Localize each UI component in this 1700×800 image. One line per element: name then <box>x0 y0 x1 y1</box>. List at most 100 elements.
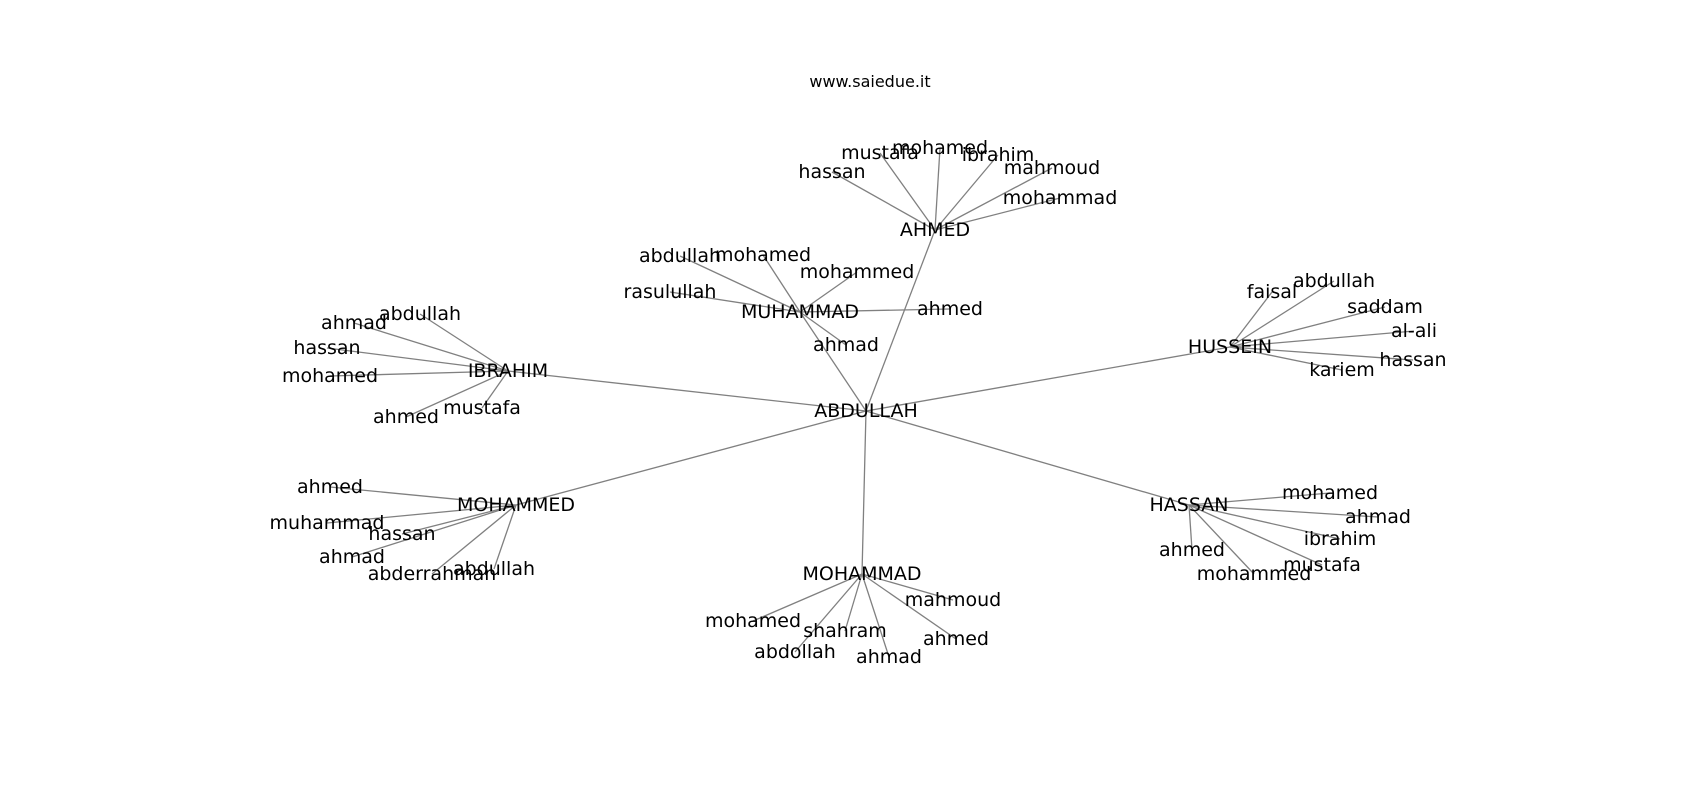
edge-abdullah_root-mohammed_hub <box>515 410 867 506</box>
node-label-moh_hassan: hassan <box>368 523 435 545</box>
edge-hussein_hub-hus_saddam <box>1229 306 1386 348</box>
edge-abdullah_root-hussein_hub <box>865 346 1231 412</box>
edge-hassan_hub-has_mustafa <box>1188 504 1323 566</box>
node-label-muhammad_hub: MUHAMMAD <box>741 301 859 323</box>
node-label-mhd_ahmed: ahmed <box>923 628 989 650</box>
edge-mohammed_hub-moh_abdullah <box>493 504 517 570</box>
node-label-muh_ahmed: ahmed <box>917 298 983 320</box>
node-label-ahmed_hub: AHMED <box>900 219 970 241</box>
edge-muhammad_hub-muh_rasulullah <box>669 291 801 313</box>
node-label-hus_faisal: faisal <box>1247 281 1297 303</box>
edge-hussein_hub-hus_abdullah <box>1229 280 1335 348</box>
edge-muhammad_hub-muh_mohamed <box>762 254 801 313</box>
edge-hassan_hub-has_mohamed <box>1188 492 1331 506</box>
node-label-hassan_hub: HASSAN <box>1150 494 1229 516</box>
node-label-mhd_abdollah: abdollah <box>754 641 836 663</box>
node-label-ibr_ahmad: ahmad <box>321 312 387 334</box>
node-label-ahmed_mohammad: mohammad <box>1003 187 1118 209</box>
node-label-mhd_mahmoud: mahmoud <box>905 589 1001 611</box>
node-label-moh_muhammad: muhammad <box>270 512 385 534</box>
edge-abdullah_root-muhammad_hub <box>799 311 867 412</box>
node-label-ahmed_ibrahim: ibrahim <box>962 144 1035 166</box>
edge-ibrahim_hub-ibr_mohamed <box>329 370 509 377</box>
edge-ahmed_hub-ahmed_hassan <box>831 171 936 231</box>
node-label-muh_mohamed: mohamed <box>715 244 811 266</box>
node-label-ahmed_mahmoud: mahmoud <box>1004 157 1100 179</box>
edge-hussein_hub-hus_kariem <box>1229 346 1343 371</box>
node-label-moh_abdullah: abdullah <box>453 558 535 580</box>
edge-abdullah_root-ibrahim_hub <box>507 370 867 412</box>
edge-muhammad_hub-muh_ahmad <box>799 311 847 346</box>
node-label-moh_ahmed: ahmed <box>297 476 363 498</box>
node-label-has_ahmad: ahmad <box>1345 506 1411 528</box>
node-label-has_mohammed: mohammed <box>1197 563 1312 585</box>
node-label-mohammed_hub: MOHAMMED <box>457 494 575 516</box>
edge-ibrahim_hub-ibr_ahmad <box>353 322 509 372</box>
edge-abdullah_root-mohammad_hub <box>861 410 867 575</box>
edge-mohammad_hub-mhd_mahmoud <box>861 573 954 601</box>
edge-abdullah_root-ahmed_hub <box>865 229 936 412</box>
labels-layer: ABDULLAH AHMED MUHAMMAD HUSSEIN IBRAHIM MOHAM… <box>270 137 1447 668</box>
node-label-muh_mohammed: mohammed <box>800 261 915 283</box>
node-label-hus_saddam: saddam <box>1347 296 1423 318</box>
edge-ahmed_hub-ahmed_mustafa <box>879 152 936 231</box>
edge-mohammed_hub-moh_ahmad <box>351 504 517 558</box>
edge-abdullah_root-hassan_hub <box>865 410 1190 506</box>
node-label-ibrahim_hub: IBRAHIM <box>468 360 548 382</box>
edge-hassan_hub-has_mohammed <box>1188 504 1255 575</box>
edge-ibrahim_hub-ibr_hassan <box>326 347 509 372</box>
node-label-ibr_ahmed: ahmed <box>373 406 439 428</box>
edge-ahmed_hub-ahmed_ibrahim <box>934 154 999 231</box>
node-label-hus_kariem: kariem <box>1309 359 1375 381</box>
edge-mohammed_hub-moh_abderrahman <box>431 504 517 575</box>
edge-muhammad_hub-muh_ahmed <box>799 308 951 313</box>
node-label-ibr_mohamed: mohamed <box>282 365 378 387</box>
edge-mohammad_hub-mhd_abdollah <box>794 573 863 653</box>
node-label-ahmed_mustafa: mustafa <box>841 142 919 164</box>
edge-mohammad_hub-mhd_ahmad <box>861 573 890 658</box>
edge-mohammad_hub-mhd_shahram <box>844 573 863 632</box>
node-label-muh_ahmad: ahmad <box>813 334 879 356</box>
node-label-mohammad_hub: MOHAMMAD <box>802 563 921 585</box>
node-label-has_ahmed: ahmed <box>1159 539 1225 561</box>
node-label-hus_abdullah: abdullah <box>1293 270 1375 292</box>
node-label-hus_hassan: hassan <box>1379 349 1446 371</box>
edge-ahmed_hub-ahmed_mohammad <box>934 197 1061 231</box>
edge-hussein_hub-hus_alali <box>1229 330 1415 348</box>
edges-layer <box>326 147 1415 658</box>
diagram-title: www.saiedue.it <box>809 72 931 91</box>
node-label-mhd_ahmad: ahmad <box>856 646 922 668</box>
edge-hassan_hub-has_ahmad <box>1188 504 1379 518</box>
node-label-ibr_abdullah: abdullah <box>379 303 461 325</box>
edge-mohammad_hub-mhd_mohamed <box>752 573 863 622</box>
edge-muhammad_hub-muh_abdullah <box>679 255 801 313</box>
node-label-has_ibrahim: ibrahim <box>1304 528 1377 550</box>
node-label-mhd_mohamed: mohamed <box>705 610 801 632</box>
node-label-muh_rasulullah: rasulullah <box>624 281 717 303</box>
node-label-has_mohamed: mohamed <box>1282 482 1378 504</box>
node-label-mhd_shahram: shahram <box>803 620 887 642</box>
node-label-ibr_hassan: hassan <box>293 337 360 359</box>
edge-muhammad_hub-muh_mohammed <box>799 271 858 313</box>
node-label-ahmed_hassan: hassan <box>798 161 865 183</box>
node-label-muh_abdullah: abdullah <box>639 245 721 267</box>
edge-mohammed_hub-moh_muhammad <box>326 504 517 524</box>
edge-hassan_hub-has_ahmed <box>1188 504 1193 551</box>
edge-hussein_hub-hus_faisal <box>1229 291 1273 348</box>
edge-ibrahim_hub-ibr_ahmed <box>405 370 509 418</box>
edge-ibrahim_hub-ibr_mustafa <box>481 370 509 409</box>
edge-ahmed_hub-ahmed_mahmoud <box>934 167 1053 231</box>
node-label-ibr_mustafa: mustafa <box>443 397 521 419</box>
node-label-hus_alali: al-ali <box>1391 320 1437 342</box>
edge-ibrahim_hub-ibr_abdullah <box>419 313 509 372</box>
edge-hussein_hub-hus_hassan <box>1229 346 1414 361</box>
node-label-ahmed_mohamed: mohamed <box>892 137 988 159</box>
edge-ahmed_hub-ahmed_mohamed <box>934 147 941 231</box>
node-label-hussein_hub: HUSSEIN <box>1188 336 1272 358</box>
node-label-moh_abderrahman: abderrahman <box>368 563 497 585</box>
edge-mohammed_hub-moh_ahmed <box>329 486 517 506</box>
node-label-moh_ahmad: ahmad <box>319 546 385 568</box>
node-label-abdullah_root: ABDULLAH <box>814 400 917 422</box>
